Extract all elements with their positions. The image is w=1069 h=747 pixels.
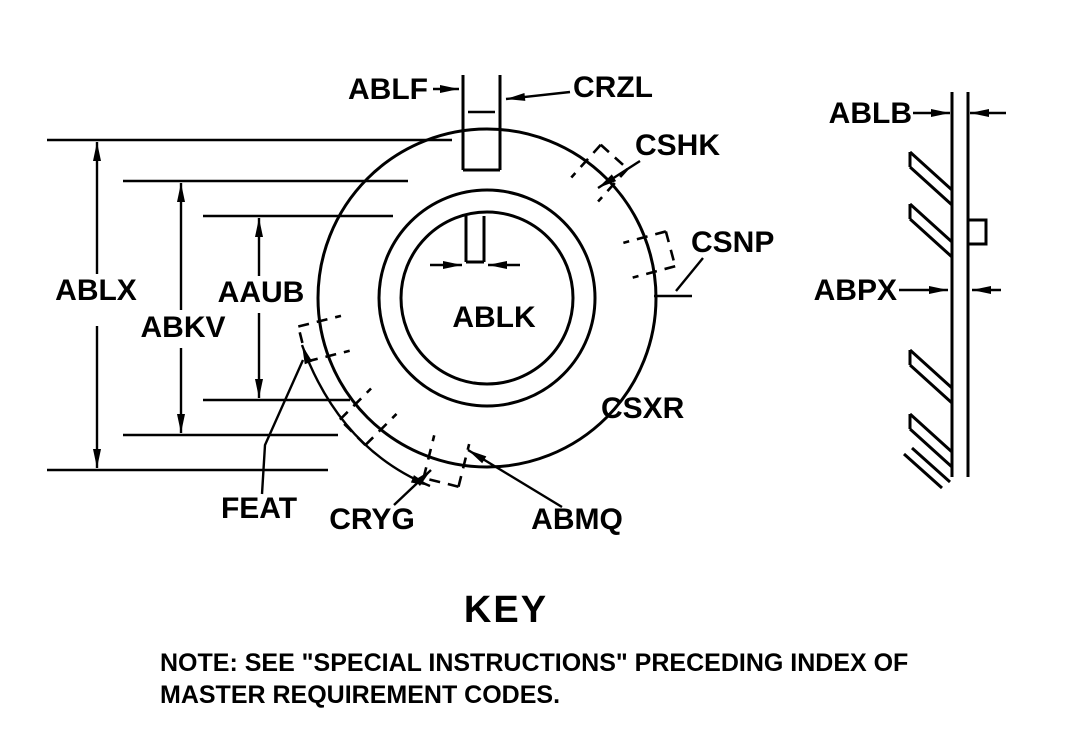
label-cshk: CSHK [635, 129, 720, 162]
leader-crzl [505, 90, 571, 101]
front-view [47, 75, 704, 509]
label-cryg: CRYG [329, 503, 415, 536]
leader-feat [260, 359, 305, 495]
bore-circle [399, 210, 575, 386]
dashed-tab-right [623, 230, 677, 279]
side-bent-tab-1 [908, 150, 954, 207]
leader-cryg [393, 469, 432, 506]
side-bent-tab-5 [902, 446, 952, 490]
side-bent-tab-2 [908, 202, 954, 259]
label-ablf: ABLF [348, 73, 428, 106]
side-bent-tab-3 [908, 348, 954, 405]
label-ablk: ABLK [452, 301, 536, 334]
side-view [899, 92, 1006, 490]
figure-title: KEY [464, 589, 548, 631]
label-csnp: CSNP [691, 226, 774, 259]
label-ablb: ABLB [829, 97, 912, 130]
label-feat: FEAT [221, 492, 297, 525]
label-ablx: ABLX [55, 274, 137, 307]
middle-circle [377, 188, 597, 408]
label-abmq: ABMQ [531, 503, 623, 536]
leader-cshk [597, 159, 641, 190]
label-crzl: CRZL [573, 71, 653, 104]
label-csxr: CSXR [601, 392, 685, 425]
top-tab [461, 75, 502, 172]
note-line-1: NOTE: SEE "SPECIAL INSTRUCTIONS" PRECEDI… [160, 649, 908, 677]
note-line-2: MASTER REQUIREMENT CODES. [160, 681, 560, 709]
leader-abmq [467, 448, 563, 509]
outer-circle [316, 127, 658, 469]
side-bent-tab-4 [908, 412, 954, 469]
label-abpx: ABPX [814, 274, 897, 307]
side-right-tab [968, 218, 988, 246]
extension-lines [47, 138, 452, 472]
arc-dimension [300, 344, 431, 488]
leader-csnp [654, 257, 704, 298]
label-abkv: ABKV [140, 311, 225, 344]
label-aaub: AAUB [218, 276, 305, 309]
internal-tab [464, 216, 486, 264]
